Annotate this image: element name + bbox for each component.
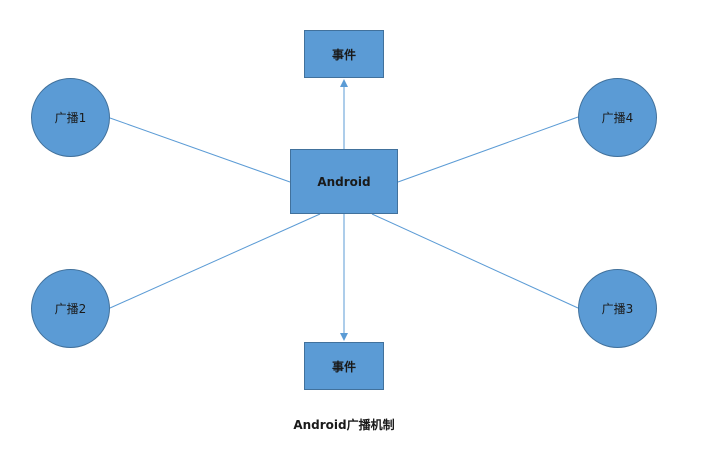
event-node-bottom-label: 事件 [331,359,356,374]
diagram-caption: Android广播机制 [293,418,395,432]
android-node: Android [290,149,398,214]
edge-android-broadcast1 [109,117,291,183]
broadcast-node-4-label: 广播4 [601,111,634,125]
broadcast-node-1: 广播1 [31,78,110,157]
event-node-bottom: 事件 [304,342,384,390]
event-node-top-label: 事件 [331,47,356,62]
broadcast-node-2-label: 广播2 [54,302,87,316]
edge-android-broadcast2 [109,213,321,309]
broadcast-node-4: 广播4 [578,78,657,157]
edge-android-broadcast3 [371,213,579,309]
edge-android-broadcast4 [397,116,579,183]
broadcast-node-3: 广播3 [578,269,657,348]
android-node-label: Android [317,174,371,189]
broadcast-node-3-label: 广播3 [601,302,634,316]
event-node-top: 事件 [304,30,384,78]
broadcast-node-2: 广播2 [31,269,110,348]
broadcast-node-1-label: 广播1 [54,111,87,125]
